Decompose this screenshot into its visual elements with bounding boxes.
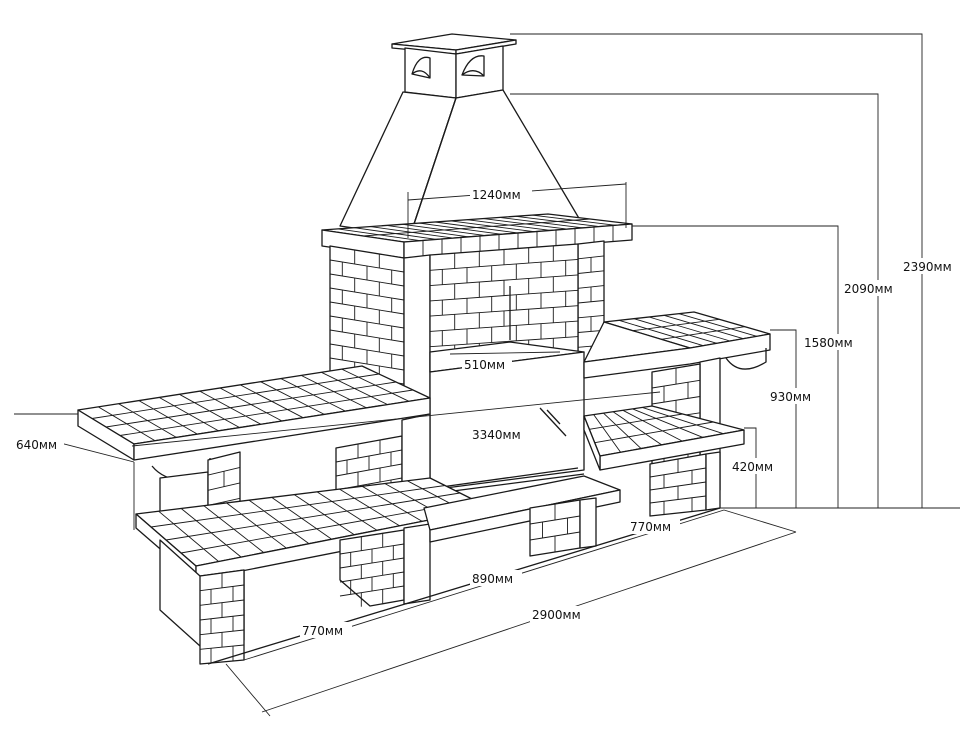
brick-line bbox=[118, 403, 177, 438]
brick-line bbox=[179, 393, 240, 428]
brick-line bbox=[648, 316, 731, 342]
brick-line bbox=[603, 412, 642, 449]
brick-line bbox=[577, 314, 605, 319]
label-counter-height: 930мм bbox=[770, 390, 811, 404]
brick-line bbox=[219, 387, 283, 422]
brick-line bbox=[386, 224, 470, 238]
brick-line bbox=[260, 381, 325, 415]
right-shelf bbox=[423, 405, 745, 557]
brick-line bbox=[300, 374, 367, 409]
brick-line bbox=[158, 510, 219, 562]
brick-line bbox=[402, 223, 486, 237]
brick-line bbox=[589, 413, 683, 430]
brick-line bbox=[632, 408, 704, 438]
brick-line bbox=[98, 406, 156, 442]
brick-line bbox=[338, 228, 421, 242]
brick-line bbox=[483, 218, 567, 230]
brick-line bbox=[361, 485, 423, 522]
label-firebox-top-height: 1580мм bbox=[804, 336, 853, 350]
brick-line bbox=[633, 318, 717, 344]
brick-line bbox=[165, 492, 461, 541]
brick-line bbox=[199, 584, 245, 592]
brick-line bbox=[354, 227, 437, 240]
label-center-module-width: 890мм bbox=[472, 572, 513, 586]
brick-line bbox=[180, 508, 242, 558]
brick-line bbox=[642, 406, 724, 435]
brick-line bbox=[499, 216, 584, 229]
chimney-cap bbox=[391, 33, 517, 99]
brick-line bbox=[531, 214, 616, 226]
brick-line bbox=[199, 599, 245, 606]
brick-line bbox=[451, 220, 535, 233]
brick-line bbox=[203, 505, 265, 553]
brick-line bbox=[240, 384, 304, 419]
left-shelf bbox=[135, 477, 491, 665]
label-hood-width: 1240мм bbox=[472, 188, 521, 202]
brick-line bbox=[294, 494, 355, 536]
brick-line bbox=[467, 219, 551, 231]
label-shelf-height: 420мм bbox=[732, 460, 773, 474]
brick-line bbox=[370, 226, 453, 239]
brick-line bbox=[199, 390, 262, 425]
brick-line bbox=[158, 397, 219, 432]
brick-line bbox=[651, 379, 701, 389]
brick-line bbox=[618, 319, 704, 347]
brick-line bbox=[138, 400, 198, 435]
brick-line bbox=[593, 414, 621, 453]
brick-line bbox=[612, 411, 662, 446]
brick-line bbox=[341, 368, 410, 402]
brick-line bbox=[577, 270, 605, 274]
brick-line bbox=[434, 221, 519, 234]
brick-line bbox=[651, 396, 701, 405]
label-total-depth: 3340мм bbox=[472, 428, 521, 442]
brick-line bbox=[248, 499, 310, 545]
label-right-module-width: 770мм bbox=[630, 520, 671, 534]
brick-line bbox=[207, 466, 241, 476]
brick-line bbox=[316, 491, 378, 531]
brick-line bbox=[515, 215, 600, 228]
brick-line bbox=[339, 488, 400, 527]
brick-line bbox=[150, 485, 446, 528]
brick-line bbox=[418, 222, 502, 235]
brick-line bbox=[271, 497, 332, 540]
label-total-width: 2900мм bbox=[532, 608, 581, 622]
label-left-module-width: 770мм bbox=[302, 624, 343, 638]
brick-line bbox=[226, 502, 287, 549]
dimension-lines bbox=[14, 33, 960, 717]
brick-line bbox=[594, 421, 714, 444]
label-total-height: 2390мм bbox=[903, 260, 952, 274]
lintel bbox=[321, 213, 633, 259]
brick-line bbox=[663, 314, 744, 340]
brick-line bbox=[622, 409, 683, 442]
brick-line bbox=[678, 313, 757, 337]
dimension-labels: 2390мм 2090мм 1580мм 930мм 420мм 1240мм … bbox=[14, 186, 967, 638]
brick-line bbox=[280, 378, 346, 412]
brick-line bbox=[321, 371, 388, 406]
label-hood-height: 2090мм bbox=[844, 282, 893, 296]
label-firebox-width: 510мм bbox=[464, 358, 505, 372]
label-counter-depth: 640мм bbox=[16, 438, 57, 452]
